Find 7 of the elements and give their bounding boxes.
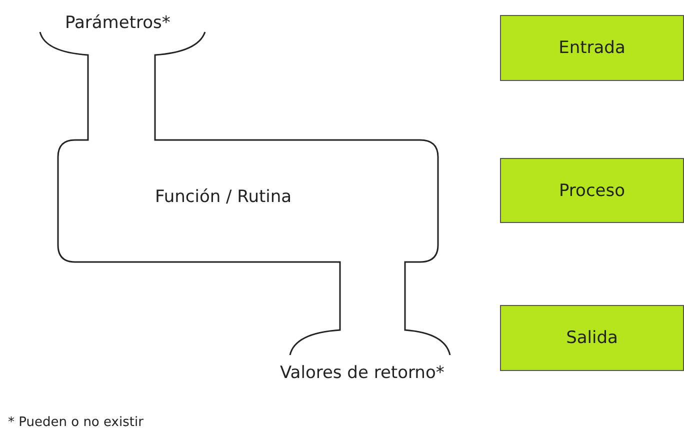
stage-box: Proceso bbox=[500, 158, 684, 223]
stage-box: Salida bbox=[500, 305, 684, 371]
footnote: * Pueden o no existir bbox=[8, 415, 144, 430]
stage-box: Entrada bbox=[500, 15, 684, 81]
return-value-label: Valores de retorno* bbox=[280, 363, 444, 383]
function-label: Función / Rutina bbox=[155, 187, 292, 207]
parameter-label: Parámetros* bbox=[65, 13, 170, 33]
